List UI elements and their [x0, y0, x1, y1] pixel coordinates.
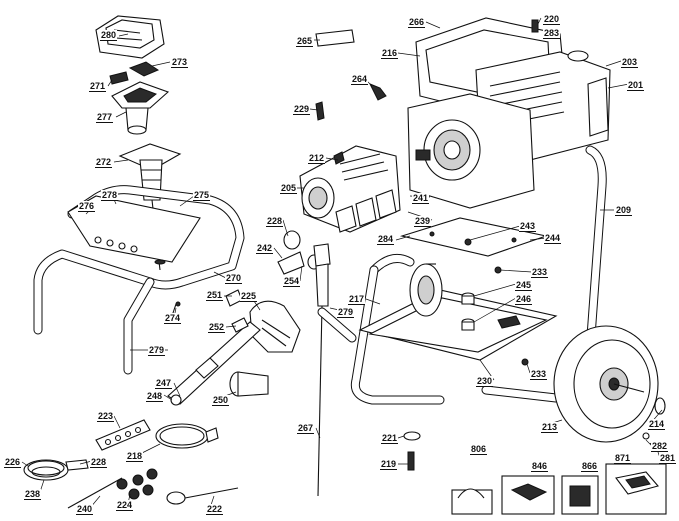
gasket — [109, 71, 129, 85]
control-box-cover — [95, 15, 165, 59]
callout-205[interactable]: 205 — [280, 183, 298, 194]
callout-226[interactable]: 226 — [4, 457, 22, 468]
callout-216[interactable]: 216 — [381, 48, 399, 59]
high-pressure-hose-coil — [23, 459, 89, 481]
callout-866[interactable]: 866 — [581, 461, 599, 472]
callout-245[interactable]: 245 — [515, 280, 533, 291]
callout-224[interactable]: 224 — [116, 500, 134, 511]
callout-241[interactable]: 241 — [412, 193, 430, 204]
callout-233[interactable]: 233 — [531, 267, 549, 278]
callout-267[interactable]: 267 — [297, 423, 315, 434]
callout-240[interactable]: 240 — [76, 504, 94, 515]
accessory-806 — [451, 488, 493, 515]
callout-270[interactable]: 270 — [225, 273, 243, 284]
callout-265[interactable]: 265 — [296, 36, 314, 47]
unloader-wand-279 — [313, 243, 331, 497]
callout-275[interactable]: 275 — [193, 190, 211, 201]
callout-246[interactable]: 246 — [515, 294, 533, 305]
callout-228[interactable]: 228 — [90, 457, 108, 468]
callout-272[interactable]: 272 — [95, 157, 113, 168]
callout-250[interactable]: 250 — [212, 395, 230, 406]
spray-gun — [167, 300, 301, 406]
trigger-handle-250 — [229, 371, 269, 397]
callout-203[interactable]: 203 — [621, 57, 639, 68]
callout-219[interactable]: 219 — [380, 459, 398, 470]
accessory-866 — [561, 475, 599, 515]
callout-221[interactable]: 221 — [381, 433, 399, 444]
clip-229 — [315, 101, 325, 121]
handle-frame — [33, 185, 245, 375]
callout-222[interactable]: 222 — [206, 504, 224, 515]
fitting-264 — [368, 83, 387, 101]
engine-assembly — [407, 17, 611, 209]
right-wheel — [553, 325, 659, 443]
callout-218[interactable]: 218 — [126, 451, 144, 462]
wand-240 — [67, 477, 123, 509]
callout-248[interactable]: 248 — [146, 391, 164, 402]
callout-871[interactable]: 871 — [614, 453, 632, 464]
callout-279[interactable]: 279 — [148, 345, 166, 356]
nozzle-holder-plate — [95, 419, 151, 451]
foam-pad — [128, 61, 160, 77]
leader-lines — [21, 17, 663, 509]
callout-214[interactable]: 214 — [648, 419, 666, 430]
callout-806[interactable]: 806 — [470, 444, 488, 455]
nut-233 — [521, 358, 529, 366]
callout-225[interactable]: 225 — [240, 291, 258, 302]
callout-251[interactable]: 251 — [206, 290, 224, 301]
spacer-221 — [403, 431, 421, 441]
callout-229[interactable]: 229 — [293, 104, 311, 115]
callout-283[interactable]: 283 — [543, 28, 561, 39]
callout-254[interactable]: 254 — [283, 276, 301, 287]
callout-273[interactable]: 273 — [171, 57, 189, 68]
garden-hose-218 — [155, 423, 219, 449]
callout-279[interactable]: 279 — [337, 307, 355, 318]
callout-252[interactable]: 252 — [208, 322, 226, 333]
callout-209[interactable]: 209 — [615, 205, 633, 216]
callout-228[interactable]: 228 — [266, 216, 284, 227]
callout-280[interactable]: 280 — [100, 30, 118, 41]
callout-213[interactable]: 213 — [541, 422, 559, 433]
left-wheel — [409, 263, 443, 317]
cleaning-needle-222 — [166, 487, 239, 505]
callout-284[interactable]: 284 — [377, 234, 395, 245]
label-252 — [231, 317, 249, 333]
callout-223[interactable]: 223 — [97, 411, 115, 422]
callout-266[interactable]: 266 — [408, 17, 426, 28]
callout-281[interactable]: 281 — [659, 453, 677, 464]
callout-264[interactable]: 264 — [351, 74, 369, 85]
callout-230[interactable]: 230 — [476, 376, 494, 387]
accessory-846 — [501, 475, 555, 515]
callout-201[interactable]: 201 — [627, 80, 645, 91]
callout-271[interactable]: 271 — [89, 81, 107, 92]
bolt-219 — [407, 451, 415, 471]
callout-278[interactable]: 278 — [101, 190, 119, 201]
callout-220[interactable]: 220 — [543, 14, 561, 25]
pump-assembly — [299, 145, 401, 233]
decal-265 — [315, 29, 355, 47]
callout-244[interactable]: 244 — [544, 233, 562, 244]
callout-247[interactable]: 247 — [155, 378, 173, 389]
nozzle-tips-224 — [116, 468, 158, 500]
callout-846[interactable]: 846 — [531, 461, 549, 472]
callout-217[interactable]: 217 — [348, 294, 366, 305]
callout-274[interactable]: 274 — [164, 313, 182, 324]
isolator-mounts — [461, 292, 475, 331]
inlet-fittings — [277, 230, 321, 275]
callout-238[interactable]: 238 — [24, 489, 42, 500]
callout-242[interactable]: 242 — [256, 243, 274, 254]
accessory-871 — [605, 463, 667, 515]
callout-212[interactable]: 212 — [308, 153, 326, 164]
callout-276[interactable]: 276 — [78, 201, 96, 212]
display-assembly — [111, 81, 170, 135]
callout-243[interactable]: 243 — [519, 221, 537, 232]
callout-277[interactable]: 277 — [96, 112, 114, 123]
callout-233[interactable]: 233 — [530, 369, 548, 380]
callout-282[interactable]: 282 — [651, 441, 669, 452]
callout-239[interactable]: 239 — [414, 216, 432, 227]
